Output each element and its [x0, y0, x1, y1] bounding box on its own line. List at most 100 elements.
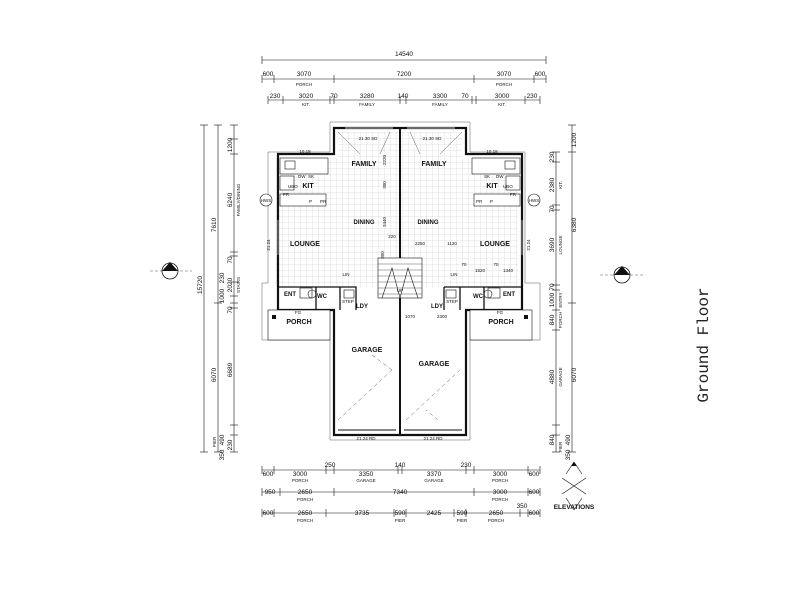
dim-right-inner-sub-4: PORCH: [558, 312, 563, 328]
tag-sk-left: SK: [308, 174, 314, 179]
dim-right-inner-5: 70: [549, 283, 556, 291]
room-lounge-right: LOUNGE: [480, 241, 510, 248]
dim-top2-b: 3020: [299, 93, 314, 100]
dim-bot3-sub-d: PORCH: [488, 518, 504, 523]
idim-ldy-2300: 2300: [437, 314, 448, 319]
fixture-tags: DW SK UBO FR P PR DW SK UBO FR P PR HWS …: [261, 174, 540, 315]
dim-right-inner-sub-6: PIER: [558, 441, 563, 452]
dim-top1-b: 3070: [297, 71, 312, 78]
dim-bot2-b: 2650: [298, 489, 313, 496]
dim-left-inner-11: 350: [219, 449, 226, 460]
idim-dining-300: 300: [380, 251, 385, 259]
dim-bot1-i: 600: [529, 471, 540, 478]
elevations-label: ELEVATIONS: [554, 504, 595, 511]
room-wc-left: WC: [317, 294, 328, 300]
dim-right-inner-3: 70: [549, 205, 556, 213]
idim-ldy-1070: 1070: [405, 314, 416, 319]
idim-stair-70b: 70: [493, 262, 499, 267]
dim-top2-sub-d: KIT.: [498, 102, 506, 107]
section-marker-left: A: [150, 262, 192, 280]
room-family-right: FAMILY: [421, 161, 446, 168]
tag-hws-right: HWS: [529, 198, 540, 203]
tag-ubo-left: UBO: [288, 184, 298, 189]
dim-right-inner-11: 350: [565, 449, 572, 460]
dim-left-inner-10: 490: [219, 434, 226, 445]
dim-bot2-a: 950: [265, 489, 276, 496]
room-garage-left: GARAGE: [352, 347, 383, 354]
room-labels: FAMILY FAMILY KIT KIT DINING DINING LOUN…: [284, 161, 515, 368]
elevations-key: ELEVATIONS: [554, 461, 595, 511]
idim-garage-door-right: 21.24 RD: [423, 436, 443, 441]
dim-right-inner-8: 4880: [549, 369, 556, 384]
section-marker-left-label: A: [168, 271, 173, 278]
tag-fr-left: FR: [283, 192, 290, 197]
dim-left-inner-7: 230: [219, 272, 226, 283]
idim-stair-1120: 1120: [447, 241, 457, 246]
dim-left-inner-4: 70: [227, 256, 234, 264]
tag-sk-right: SK: [484, 174, 490, 179]
tag-pr-right: PR: [476, 199, 483, 204]
idim-stair-1520: 1520: [475, 268, 486, 273]
dim-bot2-d: 3000: [493, 489, 508, 496]
dim-top1-a: 600: [263, 71, 274, 78]
dim-left-inner-9: 6689: [227, 362, 234, 377]
idim-stair-220: 220: [388, 234, 396, 239]
dim-right-inner-6: 1000: [549, 292, 556, 307]
dim-bot2-sub-a: PORCH: [297, 497, 313, 502]
dim-bot2-sub-b: PORCH: [492, 497, 508, 502]
dim-right-inner-sub-3: ENTRY: [558, 292, 563, 307]
idim-window-family-right: 21.30 SD: [423, 136, 443, 141]
dim-bot3-f: 590: [457, 510, 468, 517]
dim-top1-e: 600: [535, 71, 546, 78]
dim-top1-c: 7200: [397, 71, 412, 78]
tag-hws-left: HWS: [261, 198, 272, 203]
idim-garage-door-left: 21.24 RD: [356, 436, 376, 441]
dim-left-inner-sub-2: STAIRS: [236, 277, 241, 293]
dim-top2-sub-c: FAMILY: [432, 102, 448, 107]
idim-win-kit-right: 10.18: [486, 149, 498, 154]
dim-bot2-c: 7340: [393, 489, 408, 496]
room-ent-right: ENT: [503, 292, 515, 298]
room-wc-right: WC: [473, 294, 484, 300]
bottom-dimensions: 600 3000 250 3350 140 3370 230 3000 600 …: [261, 462, 541, 523]
idim-lounge-win-left: 21.24: [266, 239, 271, 251]
dim-bot1-e: 140: [395, 462, 406, 469]
dim-bot3-sub-a: PORCH: [297, 518, 313, 523]
tag-ubo-right: UBO: [503, 184, 513, 189]
tag-p-right: P: [490, 199, 493, 204]
dim-left-inner-3: 6240: [227, 192, 234, 207]
dim-bot3-d: 590: [395, 510, 406, 517]
dim-bot1-g: 230: [461, 462, 472, 469]
dim-bot3-g: 2650: [489, 510, 504, 517]
dim-bot3-h: 350: [517, 503, 528, 510]
room-kit-left: KIT: [302, 183, 314, 190]
dim-bot3-i: 600: [529, 510, 540, 517]
top-dimensions: 14540 600 3070 7200 3070 600 PORCH PORCH…: [261, 51, 547, 107]
dim-top2-h: 3000: [495, 93, 510, 100]
dim-bot1-c: 250: [325, 462, 336, 469]
section-marker-right-label: A: [620, 275, 625, 282]
dim-top2-a: 230: [270, 93, 281, 100]
tag-step-right: STEP: [446, 299, 458, 304]
section-marker-right: A: [600, 266, 645, 284]
dim-bot1-sub-c: GARAGE: [424, 478, 443, 483]
tag-up: UP: [397, 288, 403, 293]
dim-left-outer-b: 6070: [211, 367, 218, 382]
idim-family-300: 300: [382, 181, 387, 189]
idim-stair-1340: 1340: [503, 268, 514, 273]
dim-bot3-b: 2650: [298, 510, 313, 517]
dim-right-inner-2: 2380: [549, 177, 556, 192]
room-ldy-left: LDY: [356, 304, 368, 310]
tag-fg-left: FG: [295, 310, 302, 315]
dim-top2-sub-a: KIT.: [302, 102, 310, 107]
left-dimensions: 15720 7610 6070 1200 250 6240 FAMILY/DIN…: [197, 124, 241, 460]
room-ldy-right: LDY: [431, 304, 443, 310]
dim-right-inner-4: 3690: [549, 237, 556, 252]
dim-left-inner-6: 1000: [219, 288, 226, 303]
room-dining-right: DINING: [418, 220, 439, 226]
dim-top2-c: 70: [330, 93, 338, 100]
dim-overall-width: 14540: [395, 51, 413, 58]
dim-overall-depth: 15720: [197, 276, 204, 294]
room-lounge-left: LOUNGE: [290, 241, 320, 248]
